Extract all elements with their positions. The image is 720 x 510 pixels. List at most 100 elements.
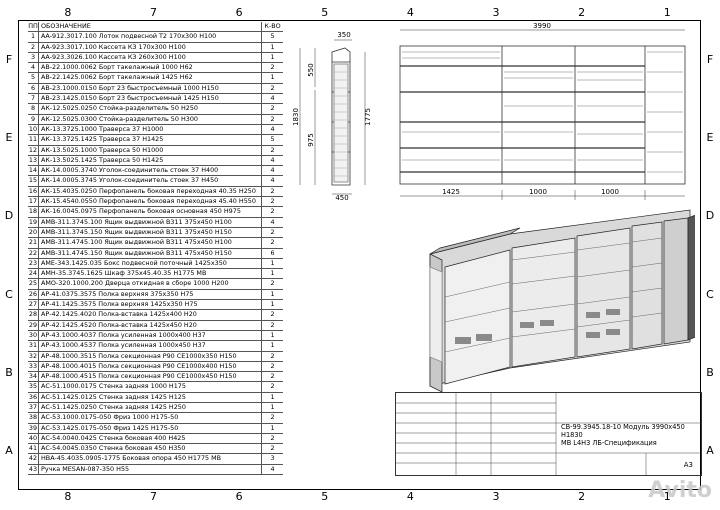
row-marker: E: [5, 130, 13, 144]
bom-quantity: 1: [270, 423, 275, 432]
bom-number: 18: [28, 207, 39, 217]
bom-designation: АА-912.3017.100 Лоток подвесной Т2 170х3…: [39, 32, 262, 42]
bom-number: 27: [28, 300, 39, 310]
bom-designation: АР-48.1000.3515 Полка секционная Р90 СЕ1…: [39, 351, 262, 361]
bom-designation: АМВ-311.3745.150 Ящик выдвижной В311 375…: [39, 227, 262, 238]
row-marker: D: [4, 209, 14, 223]
bom-designation: АК-16.0045.0975 Перфопанель боковая осно…: [39, 207, 262, 217]
bom-quantity: 2: [270, 361, 275, 370]
bom-quantity: 2: [270, 351, 275, 360]
bom-quantity: 1: [270, 300, 275, 309]
dim-450: 450: [335, 194, 348, 202]
column-marker: 6: [235, 490, 243, 503]
bom-designation: АК-13.5025.1425 Траверса 50 Н1425: [39, 155, 262, 166]
bom-designation: АВ-22.1000.0062 Борт такелажный 1000 Н62: [39, 63, 262, 73]
column-marker: 8: [64, 490, 72, 503]
row-marker: D: [705, 209, 715, 223]
bom-designation: АС-51.1425.0250 Стенка задняя 1425 Н250: [39, 402, 262, 413]
bom-number: 12: [28, 145, 39, 155]
bom-quantity: 1: [270, 258, 275, 267]
bom-quantity: 2: [270, 238, 275, 247]
watermark: Avito: [648, 478, 712, 503]
bom-quantity: 2: [270, 310, 275, 319]
bom-number: 31: [28, 341, 39, 351]
row-marker: E: [706, 130, 714, 144]
bom-number: 11: [28, 135, 39, 145]
drawing-name-line2: МВ L4Н3 ЛБ-Спецификация: [561, 439, 657, 447]
bom-designation: АК-12.5025.0300 Стойка-разделитель 50 Н3…: [39, 114, 262, 124]
row-markers-left: F E D C B A: [2, 20, 16, 490]
bom-designation: АВ-22.1425.0062 Борт такелажный 1425 Н62: [39, 73, 262, 83]
title-block: СВ-99.3945.18-10 Модуль 3990х450 Н1830 М…: [395, 392, 702, 476]
bom-number: 30: [28, 330, 39, 341]
column-marker: 3: [492, 490, 500, 503]
bom-number: 41: [28, 444, 39, 454]
bom-number: 17: [28, 197, 39, 207]
bom-designation: АК-15.4035.0250 Перфопанель боковая пере…: [39, 186, 262, 197]
bom-number: 37: [28, 402, 39, 413]
bom-quantity: 2: [270, 83, 275, 92]
bom-quantity: 2: [270, 444, 275, 453]
bom-designation: АР-43.1000.4037 Полка усиленная 1000х400…: [39, 330, 262, 341]
bom-header-quantity: К-ВО: [264, 22, 281, 30]
column-marker: 6: [235, 6, 243, 19]
row-marker: F: [706, 52, 714, 66]
row-marker: C: [706, 287, 714, 301]
bom-designation: АС-51.1425.0125 Стенка задняя 1425 Н125: [39, 392, 262, 402]
column-marker: 4: [406, 490, 414, 503]
bom-quantity: 4: [270, 464, 275, 473]
bom-designation: АР-41.0375.3575 Полка верхняя 375х350 Н7…: [39, 289, 262, 299]
bom-number: 5: [28, 73, 39, 83]
dim-350: 350: [337, 31, 350, 39]
bom-number: 32: [28, 351, 39, 361]
bom-quantity: 2: [270, 227, 275, 236]
bom-number: 34: [28, 372, 39, 382]
row-marker: F: [5, 52, 13, 66]
bom-quantity: 2: [270, 114, 275, 123]
bom-number: 20: [28, 227, 39, 238]
bom-quantity: 6: [270, 248, 275, 257]
bom-designation: АК-12.5025.0250 Стойка-разделитель 50 Н2…: [39, 104, 262, 114]
row-markers-right: F E D C B A: [703, 20, 717, 490]
row-marker: B: [706, 365, 714, 379]
bom-designation: АА-923.3017.100 Кассета КЗ 170х300 Н100: [39, 42, 262, 52]
bom-quantity: 4: [270, 166, 275, 175]
title-block-grid: [396, 393, 701, 475]
column-marker: 7: [149, 6, 157, 19]
bom-number: 6: [28, 83, 39, 94]
bom-quantity: 4: [270, 94, 275, 103]
bom-designation: АК-13.3725.1425 Траверса 37 Н1425: [39, 135, 262, 145]
bom-quantity: 2: [270, 382, 275, 391]
bom-designation: АК-13.3725.1000 Траверса 37 Н1000: [39, 124, 262, 135]
bom-designation: АМН-35.3745.1625 Шкаф 375х45.40.35 Н1775…: [39, 269, 262, 279]
bom-number: 1: [28, 32, 39, 42]
bom-quantity: 4: [270, 124, 275, 133]
bom-quantity: 1: [270, 330, 275, 339]
bom-designation: АК-15.4540.0550 Перфопанель боковая пере…: [39, 197, 262, 207]
bom-quantity: 2: [270, 372, 275, 381]
bom-quantity: 3: [270, 454, 275, 463]
drawing-frame: [18, 20, 701, 490]
bom-designation: АР-41.1425.3575 Полка верхняя 1425х350 Н…: [39, 300, 262, 310]
